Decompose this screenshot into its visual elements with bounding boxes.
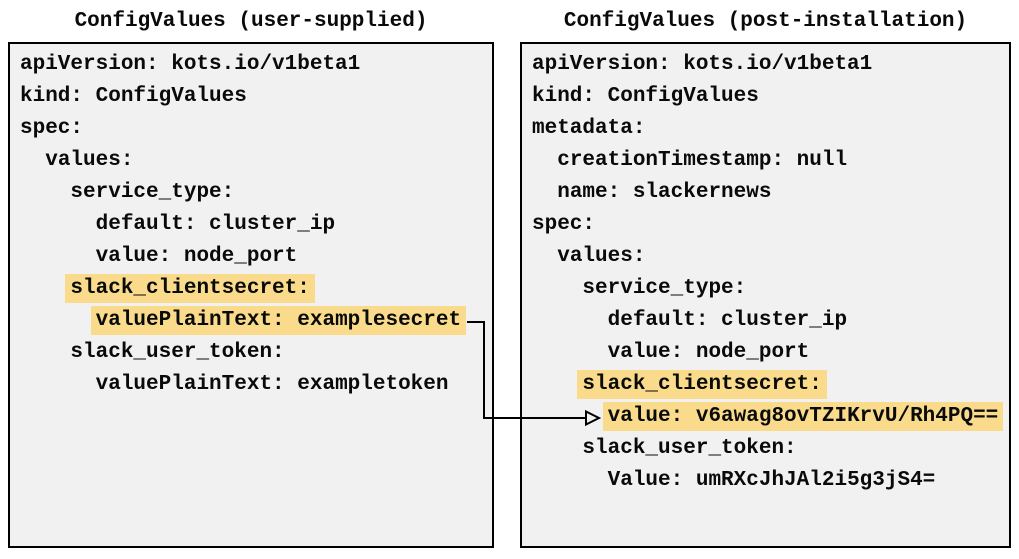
code-line: name: slackernews: [557, 181, 772, 204]
code-line: service_type:: [70, 181, 235, 204]
code-line: default: cluster_ip: [95, 213, 336, 236]
code-line: service_type:: [582, 277, 747, 300]
code-line-highlighted: value: v6awag8ovTZIKrvU/Rh4PQ==: [532, 401, 1009, 433]
code-line: slack_user_token:: [582, 437, 797, 460]
code-line: kind: ConfigValues: [20, 85, 247, 108]
code-line: spec:: [532, 213, 596, 236]
code-line: default: cluster_ip: [607, 309, 848, 332]
config-values-user-supplied-panel: apiVersion: kots.io/v1beta1 kind: ConfigV…: [8, 42, 494, 548]
config-values-post-installation-panel: apiVersion: kots.io/v1beta1 kind: ConfigV…: [520, 42, 1011, 548]
code-line: valuePlainText: exampletoken: [95, 373, 449, 396]
code-line: apiVersion: kots.io/v1beta1: [532, 53, 873, 76]
code-line: value: node_port: [607, 341, 810, 364]
code-line-highlighted: valuePlainText: examplesecret: [20, 305, 492, 337]
right-panel-title: ConfigValues (post-installation): [563, 10, 968, 33]
left-panel-title: ConfigValues (user-supplied): [74, 10, 428, 33]
code-line: value: node_port: [95, 245, 298, 268]
code-line: values:: [557, 245, 646, 268]
code-line: metadata:: [532, 117, 646, 140]
code-line: kind: ConfigValues: [532, 85, 759, 108]
code-line: apiVersion: kots.io/v1beta1: [20, 53, 361, 76]
code-line-highlighted: slack_clientsecret:: [20, 273, 492, 305]
code-line: creationTimestamp: null: [557, 149, 848, 172]
code-line: Value: umRXcJhJAl2i5g3jS4=: [607, 469, 936, 492]
code-line: slack_user_token:: [70, 341, 285, 364]
code-line: values:: [45, 149, 134, 172]
code-line-highlighted: slack_clientsecret:: [532, 369, 1009, 401]
code-line: spec:: [20, 117, 84, 140]
